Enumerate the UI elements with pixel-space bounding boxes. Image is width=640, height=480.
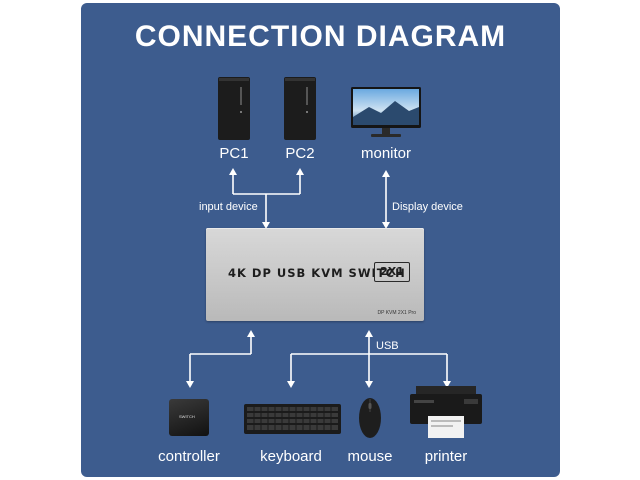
usb-label: USB <box>376 340 399 352</box>
pc1-label: PC1 <box>219 145 249 162</box>
kvm-switch-model: DP KVM 2X1 Pro <box>377 310 416 316</box>
mouse-icon <box>359 398 381 438</box>
controller-label: controller <box>158 448 220 465</box>
diagram-title: CONNECTION DIAGRAM <box>134 20 507 53</box>
pc2-tower-icon <box>284 77 316 140</box>
pc1-tower-icon <box>218 77 250 140</box>
printer-icon <box>410 386 482 438</box>
keyboard-icon <box>244 404 341 434</box>
monitor-label: monitor <box>360 145 412 162</box>
kvm-switch-name: 4K DP USB KVM SWITCH <box>228 266 406 280</box>
mouse-label: mouse <box>347 448 393 465</box>
input-device-label: input device <box>199 201 258 213</box>
printer-label: printer <box>424 448 468 465</box>
keyboard-label: keyboard <box>260 448 322 465</box>
monitor-icon <box>351 87 421 137</box>
kvm-switch: 4K DP USB KVM SWITCH 2X1 DP KVM 2X1 Pro <box>206 228 424 321</box>
controller-icon: SWITCH <box>169 399 209 436</box>
kvm-switch-port-badge: 2X1 <box>374 262 410 282</box>
pc2-label: PC2 <box>285 145 315 162</box>
display-device-label: Display device <box>392 201 463 213</box>
controller-badge: SWITCH <box>179 414 195 419</box>
